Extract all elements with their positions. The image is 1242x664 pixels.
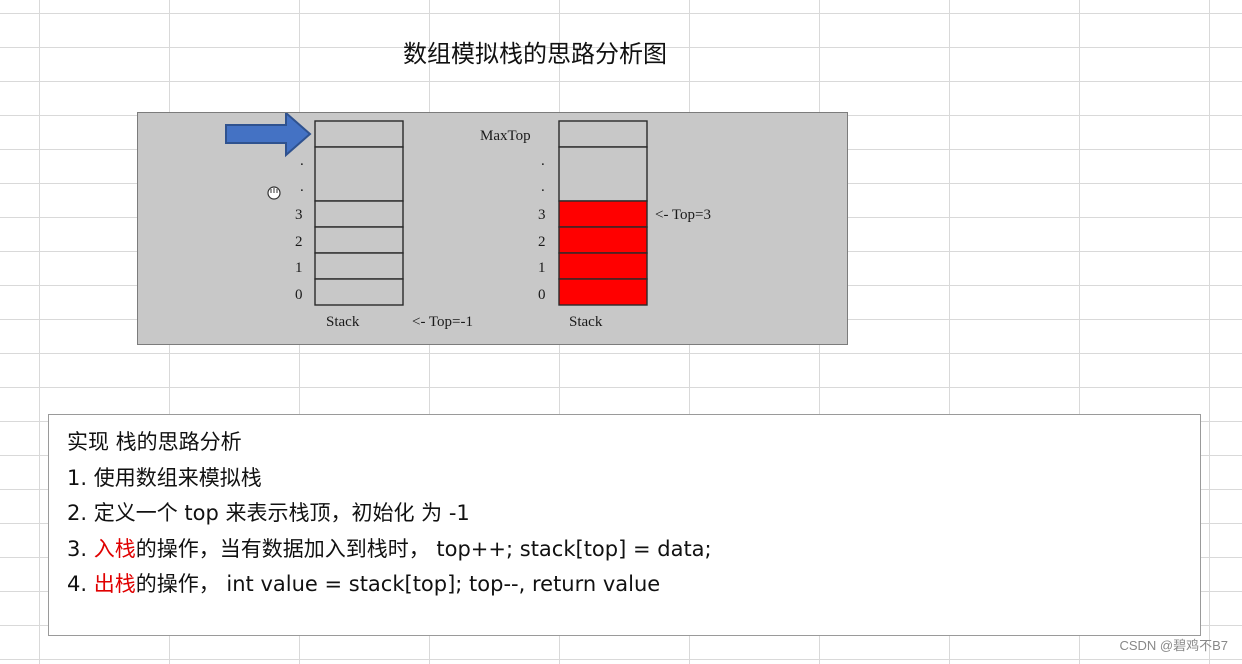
notes-line-4: 4. 出栈的操作， int value = stack[top]; top--,… [67, 567, 1200, 603]
right-stack-cell-1 [558, 252, 648, 280]
pop-keyword: 出栈 [93, 572, 136, 596]
notes-line-3-prefix: 3. [67, 536, 94, 561]
left-index-3: 3 [295, 207, 303, 223]
notes-line-1: 1. 使用数组来模拟栈 [67, 465, 262, 490]
left-index-2: 2 [295, 234, 303, 250]
notes-heading: 实现 栈的思路分析 [67, 430, 242, 454]
left-top-label: <- Top=-1 [412, 314, 473, 330]
right-dot-1: . [541, 153, 545, 169]
right-stack-cell-maxtop [558, 120, 648, 148]
notes-line-3: 3. 入栈的操作，当有数据加入到栈时， top++; stack[top] = … [67, 532, 1200, 568]
left-stack-cell-2 [314, 226, 404, 254]
diagram-title: 数组模拟栈的思路分析图 [403, 40, 667, 68]
right-stack-cell-middle [558, 146, 648, 202]
notes-line-4-prefix: 4. [67, 572, 94, 596]
left-stack-cell-3 [314, 200, 404, 228]
analysis-notes-box: 实现 栈的思路分析 1. 使用数组来模拟栈 2. 定义一个 top 来表示栈顶，… [48, 414, 1201, 636]
right-maxtop-label: MaxTop [480, 128, 531, 144]
hand-cursor-icon [267, 186, 281, 200]
left-stack-cell-middle [314, 146, 404, 202]
left-dot-1: . [300, 153, 304, 169]
arrow-right-icon [225, 113, 312, 158]
left-stack-cell-top [314, 120, 404, 148]
right-stack: MaxTop . . 3 2 1 0 Stack <- Top=3 [480, 120, 711, 330]
right-dot-2: . [541, 179, 545, 195]
left-stack: . . 3 2 1 0 Stack <- Top=-1 [225, 113, 473, 330]
stack-diagram-panel: . . 3 2 1 0 Stack <- Top=-1 [137, 112, 848, 345]
left-stack-cell-0 [314, 278, 404, 306]
left-index-1: 1 [295, 260, 303, 276]
stack-diagram-svg: . . 3 2 1 0 Stack <- Top=-1 [225, 113, 711, 330]
right-stack-cell-2 [558, 226, 648, 254]
right-stack-cell-0 [558, 278, 648, 306]
left-stack-cell-1 [314, 252, 404, 280]
left-stack-label: Stack [326, 314, 360, 330]
right-index-2: 2 [538, 234, 546, 250]
right-stack-cell-3 [558, 200, 648, 228]
push-keyword: 入栈 [93, 536, 136, 561]
right-stack-label: Stack [569, 314, 603, 330]
notes-line-2: 2. 定义一个 top 来表示栈顶，初始化 为 -1 [67, 501, 470, 525]
right-top-label: <- Top=3 [655, 207, 711, 223]
right-index-1: 1 [538, 260, 546, 276]
notes-line-3-text: 的操作，当有数据加入到栈时， top++; stack[top] = data; [135, 536, 712, 561]
csdn-watermark: CSDN @碧鸡不B7 [1119, 638, 1228, 653]
left-index-0: 0 [295, 287, 303, 303]
right-index-0: 0 [538, 287, 546, 303]
right-index-3: 3 [538, 207, 546, 223]
notes-line-4-text: 的操作， int value = stack[top]; top--, retu… [135, 572, 661, 596]
left-dot-2: . [300, 179, 304, 195]
